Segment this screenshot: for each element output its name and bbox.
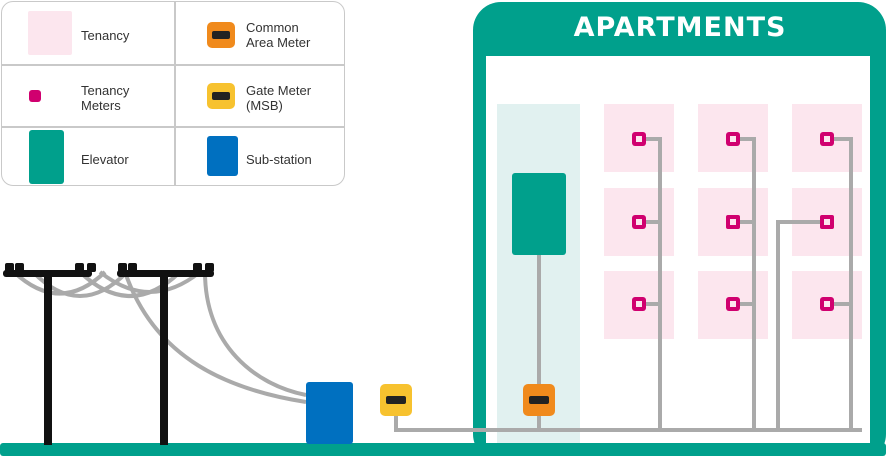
substation-swatch [207,136,238,176]
tenancy-meter [726,297,740,311]
tenancy-meter-swatch [29,90,41,102]
elevator-swatch [29,130,64,184]
gate-meter [380,384,412,416]
common-area-meter [523,384,555,416]
tenancy-meter [726,132,740,146]
legend-divider [2,126,344,128]
legend-elevator-label: Elevator [81,152,129,167]
tenancy-meters [632,132,834,311]
legend-substation-label: Sub-station [246,152,312,167]
tenancy-swatch [28,11,72,55]
ground-line [0,443,886,456]
overhead-cables [12,270,307,404]
apartments-title: APARTMENTS [573,12,787,43]
elevator [512,173,566,255]
legend-divider [174,2,176,185]
legend: Tenancy Tenancy Meters Elevator Common A… [1,1,345,186]
tenancy-meter [632,132,646,146]
tenancy-meter [632,215,646,229]
tenancy-meter [726,215,740,229]
common-area-meter-swatch [207,22,235,48]
gate-meter-swatch [207,83,235,109]
substation [306,382,353,444]
legend-common-area-meter-label: Common Area Meter [246,20,311,50]
legend-tenancy-label: Tenancy [81,28,130,43]
tenancy-units [604,104,862,339]
legend-gate-meter-label: Gate Meter (MSB) [246,83,312,113]
tenancy-meter [820,215,834,229]
power-pole-icon [3,263,96,445]
tenancy-meter [820,132,834,146]
legend-divider [2,64,344,66]
tenancy-meter [820,297,834,311]
tenancy-meter [632,297,646,311]
legend-tenancy-meters-label: Tenancy Meters [81,83,130,113]
power-pole-icon [117,263,214,445]
